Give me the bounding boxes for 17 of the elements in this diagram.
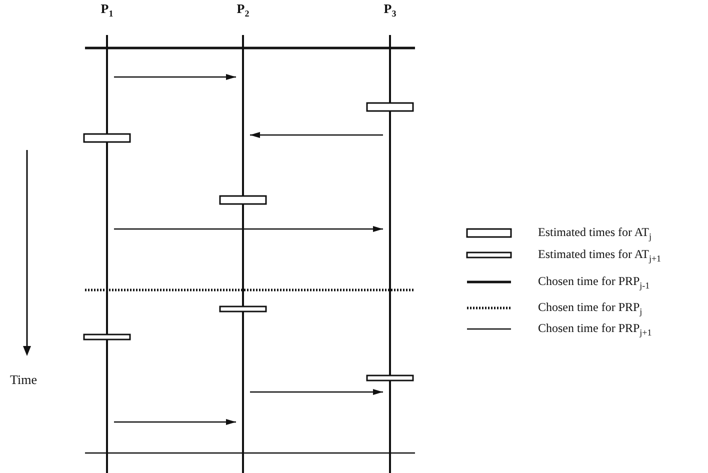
process-timeline bbox=[236, 2, 250, 473]
message-arrow bbox=[114, 226, 383, 232]
process-label: P$_{1}$ bbox=[100, 2, 114, 21]
legend-text: Chosen time for PRP$_{j}$ bbox=[538, 300, 642, 316]
axis-label: Time bbox=[10, 372, 37, 388]
legend-text: Estimated times for AT$_{j+1}$ bbox=[538, 246, 662, 264]
process-label: P$_{3}$ bbox=[384, 2, 396, 21]
process-label: P$_{2}$ bbox=[236, 2, 250, 21]
process-timeline bbox=[100, 2, 114, 473]
legend-text: Estimated times for AT$_{j}$ bbox=[538, 224, 652, 242]
message-arrow bbox=[250, 132, 383, 138]
legend-text: Chosen time for PRP$_{j-1}$ bbox=[538, 274, 650, 290]
message-arrow bbox=[114, 74, 236, 80]
message-arrow bbox=[114, 419, 236, 425]
process-timeline bbox=[383, 2, 397, 473]
legend-text: Chosen time for PRP$_{j+1}$ bbox=[538, 320, 652, 338]
message-arrow bbox=[250, 389, 383, 395]
